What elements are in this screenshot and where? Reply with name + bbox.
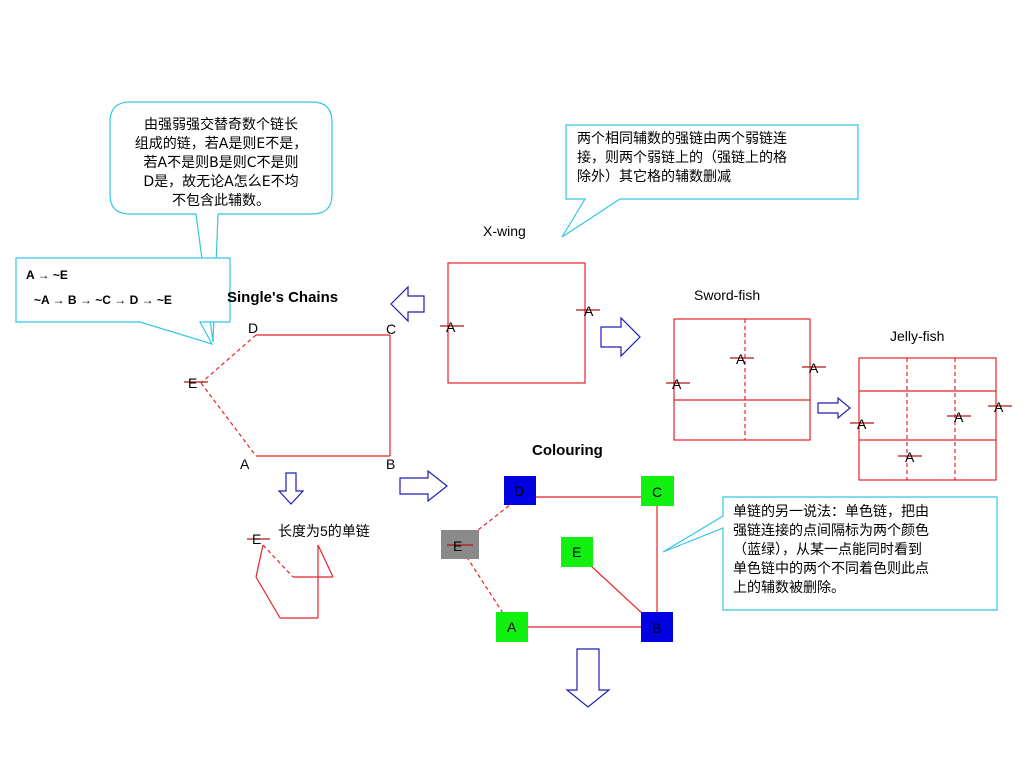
jellyfish-mark-2: A (905, 449, 915, 465)
xwing-marks (440, 309, 600, 327)
swordfish-mark-1: A (672, 376, 682, 392)
odd-chain-line-5: 不包含此辅数。 (172, 193, 270, 209)
xwing-mark-right: A (584, 303, 594, 319)
colouring-node-e-grey: E (453, 538, 462, 554)
single-chain-node-c: C (386, 321, 396, 337)
single-chain-node-a: A (240, 456, 250, 472)
colouring-node-e-green-box (561, 537, 593, 567)
swordfish-grid (666, 318, 826, 441)
xwing-grid (447, 262, 586, 384)
colouring-note-line-1: 单链的另一说法：单色链，把由 (733, 504, 929, 520)
xwing-mark-left: A (446, 319, 456, 335)
colouring-node-a: A (507, 619, 517, 635)
arrow-down-large-icon (565, 648, 611, 708)
colouring-note-line-4: 单色链中的两个不同着色则此点 (733, 561, 929, 577)
single-chain-graph (184, 334, 391, 457)
single-chains-title: Single's Chains (227, 289, 338, 306)
swordfish-mark-3: A (809, 360, 819, 376)
chain-rule-note: A → ~E ~A → B → ~C → D → ~E (26, 263, 172, 313)
colouring-note-line-5: 上的辅数被删除。 (733, 580, 845, 596)
chain-rule-line-1: A → ~E (26, 268, 68, 282)
colouring-node-a-box (496, 612, 528, 642)
arrow-down-icon (277, 472, 305, 505)
colouring-node-b: B (652, 620, 661, 636)
odd-chain-note: 由强弱强交替奇数个链长 组成的链，若A是则E不是， 若A不是则B是则C不是则 D… (112, 116, 330, 211)
single-chain-node-b: B (386, 456, 395, 472)
jellyfish-title: Jelly-fish (890, 328, 944, 344)
odd-chain-line-4: D是，故无论A怎么E不均 (143, 174, 299, 190)
jellyfish-grid (850, 357, 1012, 481)
swordfish-mark-2: A (736, 351, 746, 367)
arrow-left-icon (390, 285, 425, 323)
xwing-note-line-1: 两个相同辅数的强链由两个弱链连 (577, 131, 787, 147)
odd-chain-line-3: 若A不是则B是则C不是则 (143, 155, 299, 171)
colouring-node-c-box (641, 476, 674, 506)
length5-chain-label: 长度为5的单链 (278, 523, 370, 539)
length5-node-e: E (252, 531, 261, 547)
xwing-note-callout (561, 124, 859, 238)
colouring-note-line-3: （蓝绿），从某一点能同时看到 (733, 542, 922, 558)
xwing-note-line-3: 除外）其它格的辅数删减 (577, 169, 731, 185)
xwing-note: 两个相同辅数的强链由两个弱链连 接，则两个弱链上的（强链上的格 除外）其它格的辅… (577, 130, 855, 187)
xwing-title: X-wing (483, 223, 526, 239)
length5-chain-graph (247, 538, 334, 619)
arrow-right-colouring-icon (399, 469, 448, 503)
colouring-node-d: D (514, 483, 524, 499)
chain-rule-line-2: ~A → B → ~C → D → ~E (34, 293, 172, 307)
single-chain-node-d: D (248, 320, 258, 336)
colouring-node-e-green: E (572, 544, 581, 560)
colouring-note: 单链的另一说法：单色链，把由 强链连接的点间隔标为两个颜色 （蓝绿），从某一点能… (733, 503, 995, 598)
arrow-right-small-icon (817, 396, 851, 420)
colouring-note-callout (662, 496, 998, 611)
chain-rule-callout (15, 257, 231, 346)
jellyfish-mark-4: A (994, 399, 1004, 415)
colouring-title: Colouring (532, 442, 603, 459)
colouring-node-d-box (504, 476, 536, 505)
jellyfish-mark-1: A (857, 416, 867, 432)
jellyfish-mark-3: A (954, 409, 964, 425)
odd-chain-line-1: 由强弱强交替奇数个链长 (144, 117, 298, 133)
colouring-node-b-box (641, 612, 673, 642)
odd-chain-line-2: 组成的链，若A是则E不是， (134, 136, 308, 152)
swordfish-title: Sword-fish (694, 287, 760, 303)
colouring-links (458, 496, 658, 628)
single-chain-node-e: E (188, 375, 197, 391)
xwing-note-line-2: 接，则两个弱链上的（强链上的格 (577, 150, 787, 166)
colouring-node-c: C (652, 484, 662, 500)
colouring-note-line-2: 强链连接的点间隔标为两个颜色 (733, 523, 929, 539)
arrow-right-icon (600, 316, 641, 358)
